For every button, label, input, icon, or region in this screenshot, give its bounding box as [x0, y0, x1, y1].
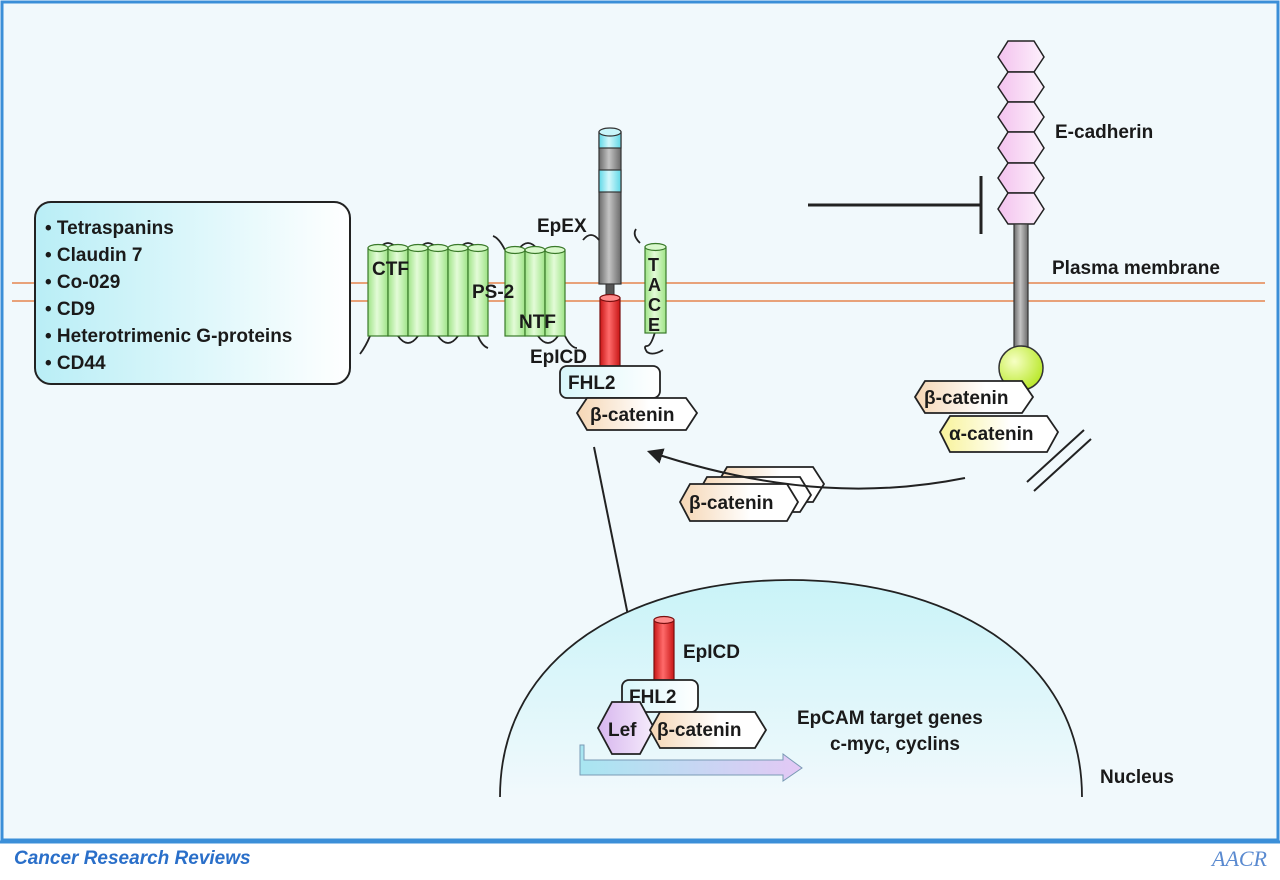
beta-catenin-top-label: β-catenin	[590, 405, 674, 426]
transcription-arrow	[579, 744, 803, 782]
tace-letter-t: T	[648, 255, 659, 275]
epcam-receptor: EpEX	[537, 127, 622, 369]
membrane-proteins-box: • Tetraspanins • Claudin 7 • Co-029 • CD…	[34, 201, 351, 385]
protein-item-tetraspanins: • Tetraspanins	[45, 218, 174, 239]
beta-catenin-ecad-label: β-catenin	[924, 388, 1008, 409]
ctf-label: CTF	[372, 259, 409, 280]
beta-catenin-pool: β-catenin	[678, 466, 826, 522]
target-genes-line1: EpCAM target genes	[797, 708, 983, 729]
beta-catenin-pool-label: β-catenin	[689, 493, 773, 514]
protein-item-cd44: • CD44	[45, 353, 106, 374]
protein-item-claudin-7: • Claudin 7	[45, 245, 142, 266]
lef-hex	[596, 701, 656, 755]
ctf-helices	[367, 243, 489, 337]
ecad-domains	[997, 40, 1045, 225]
ntf-helices	[504, 245, 566, 337]
beta-catenin-ecad-hex	[913, 380, 1035, 414]
beta-catenin-nuc-hex	[648, 711, 768, 749]
beta-catenin-top-hex	[575, 397, 699, 431]
alpha-catenin-hex	[938, 415, 1060, 453]
ps2-label: PS-2	[472, 282, 514, 303]
aacr-logo: AACR	[1210, 846, 1268, 871]
alpha-catenin-label: α-catenin	[949, 424, 1034, 445]
beta-catenin-nuc-label: β-catenin	[657, 720, 741, 741]
target-genes-line2: c-myc, cyclins	[830, 734, 960, 755]
translocation-arrow	[646, 448, 966, 490]
ntf-label: NTF	[519, 312, 556, 333]
presenilin-2-complex: CTF PS-2 NTF	[359, 235, 578, 355]
epicd-membrane-complex: EpICD FHL2 β-catenin	[530, 347, 699, 431]
ecad-stalk	[1013, 223, 1029, 351]
epicd-nuc-cylinder	[653, 619, 675, 681]
break-marks	[1026, 429, 1092, 492]
lef-label: Lef	[608, 720, 637, 741]
tace-protease: T A C E	[633, 228, 667, 355]
inhibition-symbol	[808, 176, 983, 234]
epicd-nuc-label: EpICD	[683, 642, 740, 663]
nuclear-complex: EpICD FHL2 Lef β-catenin	[596, 615, 768, 755]
tace-letter-e: E	[648, 315, 660, 335]
tace-letter-c: C	[648, 295, 661, 315]
nucleus-label: Nucleus	[1100, 767, 1174, 788]
journal-name: Cancer Research Reviews	[14, 848, 251, 869]
fhl2-top-label: FHL2	[568, 373, 616, 394]
ecadherin-label: E-cadherin	[1055, 122, 1153, 143]
e-cadherin: E-cadherin β-catenin α-catenin	[913, 40, 1153, 453]
protein-item-g-proteins: • Heterotrimenic G-proteins	[45, 326, 292, 347]
tace-letter-a: A	[648, 275, 661, 295]
protein-item-cd9: • CD9	[45, 299, 95, 320]
epicd-top-label: EpICD	[530, 347, 587, 368]
epex-label: EpEX	[537, 216, 587, 237]
epicd-cylinder	[599, 297, 621, 369]
epex-cyan-segment-2	[598, 169, 622, 193]
plasma-membrane-label: Plasma membrane	[1052, 258, 1220, 279]
protein-item-co-029: • Co-029	[45, 272, 120, 293]
